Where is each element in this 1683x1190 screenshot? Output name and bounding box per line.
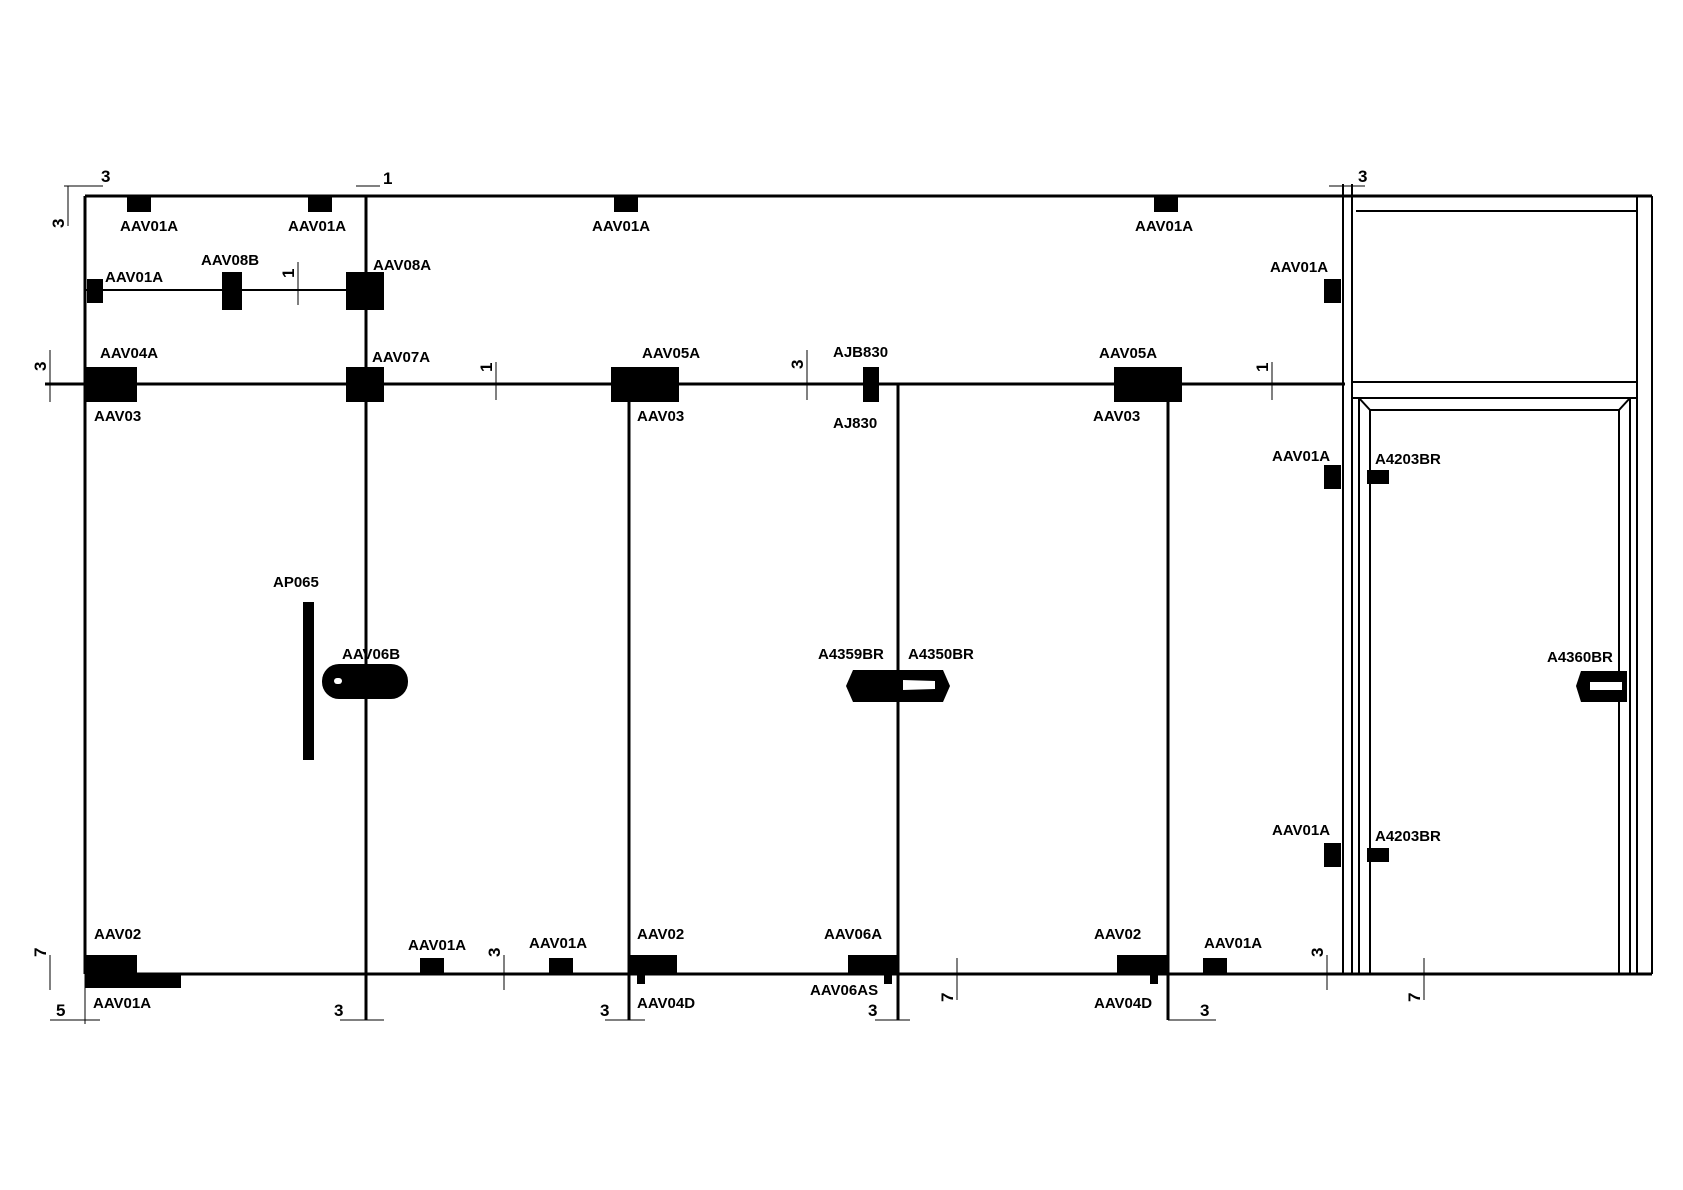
fitting-aav04d-1: [637, 974, 645, 984]
fitting-right-mid: [1324, 465, 1341, 489]
fitting-bottom-right: [1203, 958, 1227, 974]
label-a4359br: A4359BR: [818, 646, 884, 663]
fitting-aav08b: [222, 272, 242, 310]
dim-bottom-2: 3: [600, 1001, 609, 1020]
frame-outline: [45, 184, 1653, 1020]
label-bottom-aav01a-1: AAV01A: [408, 937, 466, 954]
fitting-aav01a-bottom-left: [85, 974, 181, 988]
lock-aav06b: [322, 664, 408, 699]
fitting-top-4: [1154, 196, 1178, 212]
fitting-right-top: [1324, 279, 1341, 303]
label-aj830: AJ830: [833, 415, 877, 432]
label-aav06a: AAV06A: [824, 926, 882, 943]
label-right-aav01a-top: AAV01A: [1270, 259, 1328, 276]
lock-a4359br: [846, 670, 950, 702]
dim-bottom-3: 3: [868, 1001, 877, 1020]
part-labels: AAV01A AAV01A AAV01A AAV01A AAV01A AAV08…: [93, 218, 1613, 1012]
dim-bottom-right-v: 3: [1308, 948, 1327, 957]
fitting-right-low: [1324, 843, 1341, 867]
label-ap065: AP065: [273, 574, 319, 591]
label-top-aav01a-4: AAV01A: [1135, 218, 1193, 235]
fitting-aav02-3: [1117, 955, 1168, 974]
fitting-aav02-1: [85, 955, 137, 974]
pull-handle-ap065: [303, 602, 314, 760]
dim-bottom-left-h: 5: [56, 1001, 65, 1020]
fitting-aav05a-1: [611, 367, 679, 402]
label-a4203br-1: A4203BR: [1375, 451, 1441, 468]
fitting-top-1: [127, 196, 151, 212]
fitting-aav04a: [85, 367, 137, 402]
fitting-bottom-3: [549, 958, 573, 974]
dim-left-mid-v: 3: [31, 362, 50, 371]
label-top-aav01a-2: AAV01A: [288, 218, 346, 235]
label-aav04a: AAV04A: [100, 345, 158, 362]
dim-bottom-1: 3: [334, 1001, 343, 1020]
dim-mid-1: 1: [477, 363, 496, 372]
dim-mid-3: 3: [788, 360, 807, 369]
label-aav05a-2: AAV05A: [1099, 345, 1157, 362]
fittings: [85, 196, 1627, 988]
fitting-aav08a: [346, 272, 384, 310]
label-a4203br-2: A4203BR: [1375, 828, 1441, 845]
label-aav08a: AAV08A: [373, 257, 431, 274]
fitting-aav02-2: [629, 955, 677, 974]
fitting-aav07a: [346, 367, 384, 402]
label-aav02-3: AAV02: [1094, 926, 1141, 943]
fitting-aav06as: [884, 974, 892, 984]
label-aav02-1: AAV02: [94, 926, 141, 943]
fitting-aav06a: [848, 955, 898, 974]
dimension-labels: 3 3 1 3 1 3 1 3 1 7 5 3 3 3 3 7 3 3 7: [31, 167, 1424, 1020]
label-aav04d-2: AAV04D: [1094, 995, 1152, 1012]
dim-top-left-v: 3: [49, 219, 68, 228]
label-bottom-aav01a-3: AAV01A: [1204, 935, 1262, 952]
label-ajb830: AJB830: [833, 344, 888, 361]
label-aav03-3: AAV03: [1093, 408, 1140, 425]
label-right-aav01a-mid: AAV01A: [1272, 448, 1330, 465]
label-aav03-2: AAV03: [637, 408, 684, 425]
label-aav03-1: AAV03: [94, 408, 141, 425]
dim-mid-right-1: 1: [1253, 363, 1272, 372]
dim-bottom-left-v: 7: [31, 948, 50, 957]
label-bottom-aav01a-2: AAV01A: [529, 935, 587, 952]
label-aav08b: AAV08B: [201, 252, 259, 269]
label-top-aav01a-3: AAV01A: [592, 218, 650, 235]
fitting-a4203br-2: [1367, 848, 1389, 862]
label-aav02-2: AAV02: [637, 926, 684, 943]
dim-bottom-7-a: 7: [938, 993, 957, 1002]
dim-bottom-mid-v: 3: [485, 948, 504, 957]
dim-top-right: 3: [1358, 167, 1367, 186]
label-aav07a: AAV07A: [372, 349, 430, 366]
label-aav06b: AAV06B: [342, 646, 400, 663]
dim-top-mid: 1: [383, 169, 392, 188]
fitting-transom-left: [87, 279, 103, 303]
label-aav01a-bottom-left: AAV01A: [93, 995, 151, 1012]
label-a4360br: A4360BR: [1547, 649, 1613, 666]
fitting-aav04d-2: [1150, 974, 1158, 984]
fitting-ajb830: [863, 367, 879, 402]
label-aav04d-1: AAV04D: [637, 995, 695, 1012]
dim-transom-gap: 1: [279, 269, 298, 278]
dimension-lines: [49, 185, 1425, 1024]
dim-top-left-h: 3: [101, 167, 110, 186]
label-aav05a-1: AAV05A: [642, 345, 700, 362]
label-right-aav01a-low: AAV01A: [1272, 822, 1330, 839]
fitting-bottom-2: [420, 958, 444, 974]
label-transom-aav01a: AAV01A: [105, 269, 163, 286]
fitting-top-3: [614, 196, 638, 212]
dim-bottom-4: 3: [1200, 1001, 1209, 1020]
label-a4350br: A4350BR: [908, 646, 974, 663]
fitting-aav05a-2: [1114, 367, 1182, 402]
label-top-aav01a-1: AAV01A: [120, 218, 178, 235]
fitting-top-2: [308, 196, 332, 212]
fitting-a4203br-1: [1367, 470, 1389, 484]
dim-bottom-7-b: 7: [1405, 993, 1424, 1002]
label-aav06as: AAV06AS: [810, 982, 878, 999]
